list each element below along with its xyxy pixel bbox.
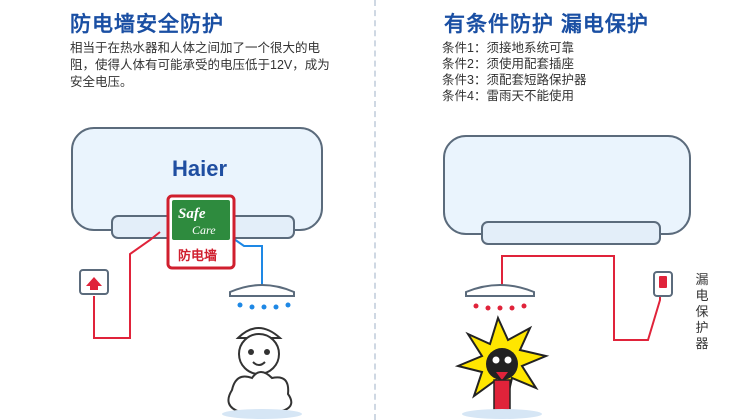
left-title: 防电墙安全防护: [70, 13, 224, 36]
panel-divider: [374, 0, 376, 420]
conditions-list: 条件1：须接地系统可靠 条件2：须使用配套插座 条件3：须配套短路保护器 条件4…: [442, 40, 586, 104]
right-title: 有条件防护 漏电保护: [444, 13, 649, 36]
water-drop: [497, 305, 503, 311]
badge-footer: 防电墙: [178, 248, 217, 264]
person-mouth: [496, 372, 508, 380]
power-wire: [93, 231, 161, 339]
left-description: 相当于在热水器和人体之间加了一个很大的电阻，使得人体有可能承受的电压低于12V，…: [70, 41, 330, 89]
floor-shadow: [222, 409, 302, 419]
water-drop: [521, 303, 527, 309]
person-eye: [264, 349, 270, 355]
socket-arrow-icon: [86, 277, 102, 290]
water-drop: [485, 305, 491, 311]
person-eye: [504, 356, 512, 364]
water-drop: [249, 304, 255, 310]
water-drop: [509, 305, 515, 311]
shocked-person-head: [486, 348, 518, 380]
shower-head: [229, 284, 295, 297]
condition-item: 条件1：须接地系统可靠: [442, 41, 574, 55]
brand-logo: Haier: [172, 156, 227, 181]
badge-line2: Care: [192, 223, 216, 237]
water-drop: [285, 302, 291, 308]
floor-shadow: [462, 409, 542, 419]
water-heater-base: [481, 221, 661, 245]
left-panel: 防电墙安全防护 相当于在热水器和人体之间加了一个很大的电阻，使得人体有可能承受的…: [0, 0, 372, 420]
condition-item: 条件3：须配套短路保护器: [442, 73, 587, 87]
right-panel: 有条件防护 漏电保护 条件1：须接地系统可靠 条件2：须使用配套插座 条件3：须…: [378, 0, 750, 420]
person-face: [238, 333, 280, 375]
water-drop: [261, 304, 267, 310]
person-foam: [227, 371, 293, 413]
badge-line1: Safe: [178, 206, 206, 222]
condition-item: 条件4：雷雨天不能使用: [442, 89, 574, 103]
shower-head: [465, 284, 535, 297]
condition-item: 条件2：须使用配套插座: [442, 57, 574, 71]
water-heater-body: [443, 135, 691, 235]
water-drop: [473, 303, 479, 309]
protector-switch: [659, 276, 667, 288]
protector-label: 漏电保护器: [695, 272, 709, 351]
water-drop: [237, 302, 243, 308]
person-eye: [492, 356, 500, 364]
safe-care-badge-inner: [172, 200, 230, 240]
right-illustration: [443, 135, 691, 419]
person-eye: [248, 349, 254, 355]
water-drop: [273, 304, 279, 310]
person-mouth: [252, 361, 266, 366]
shocked-person-body: [493, 379, 511, 411]
power-wire: [501, 255, 661, 341]
left-illustration: Haier Safe Care 防电墙: [71, 127, 323, 419]
